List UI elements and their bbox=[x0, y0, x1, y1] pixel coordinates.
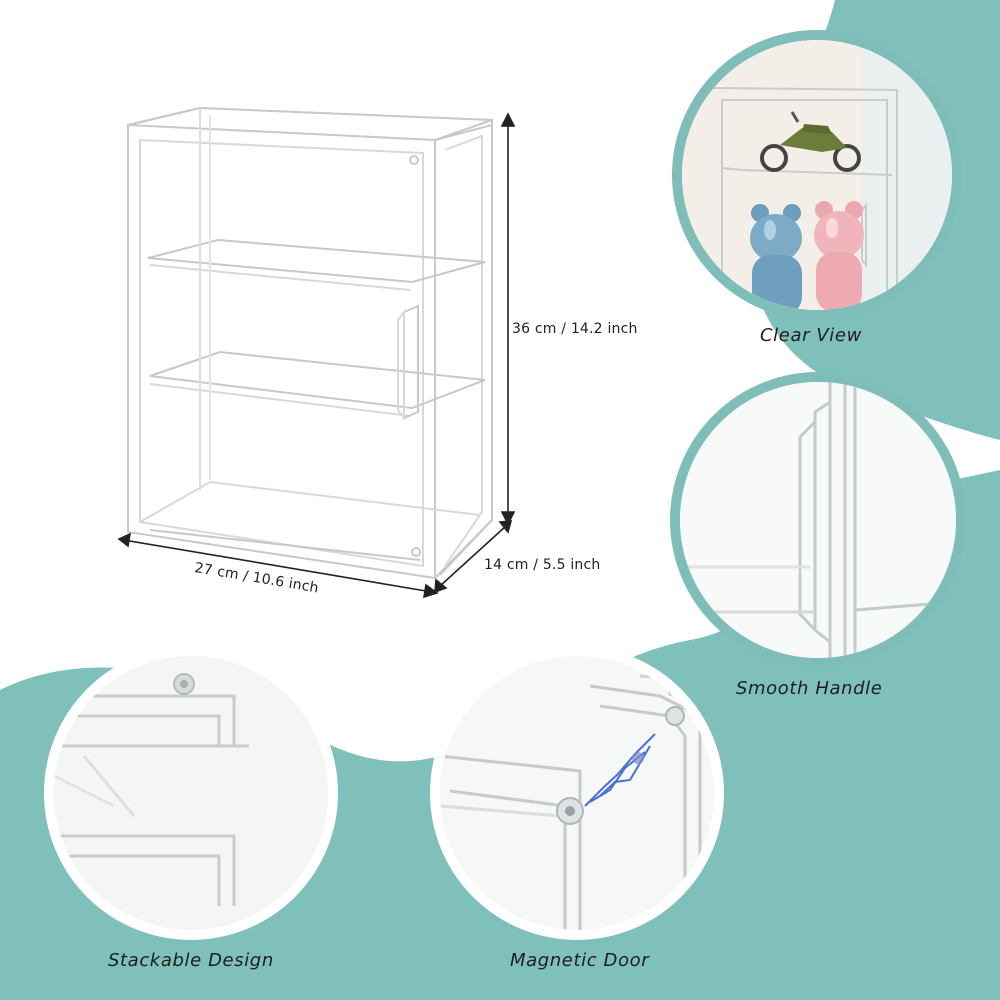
smooth-handle-photo bbox=[670, 372, 966, 668]
motorcycle-figure bbox=[760, 111, 861, 172]
bear-figure-blue bbox=[750, 204, 802, 310]
clear-view-label: Clear View bbox=[760, 325, 862, 346]
bear-figure-pink bbox=[814, 201, 864, 310]
clear-view-photo bbox=[672, 30, 962, 320]
magnetic-door-label: Magnetic Door bbox=[510, 950, 650, 971]
stackable-design-label: Stackable Design bbox=[108, 950, 274, 971]
magnetic-door-photo bbox=[430, 646, 724, 940]
height-dimension-label: 36 cm / 14.2 inch bbox=[512, 321, 638, 337]
smooth-handle-label: Smooth Handle bbox=[736, 678, 883, 699]
depth-dimension-label: 14 cm / 5.5 inch bbox=[484, 557, 601, 573]
stackable-design-photo bbox=[44, 646, 338, 940]
